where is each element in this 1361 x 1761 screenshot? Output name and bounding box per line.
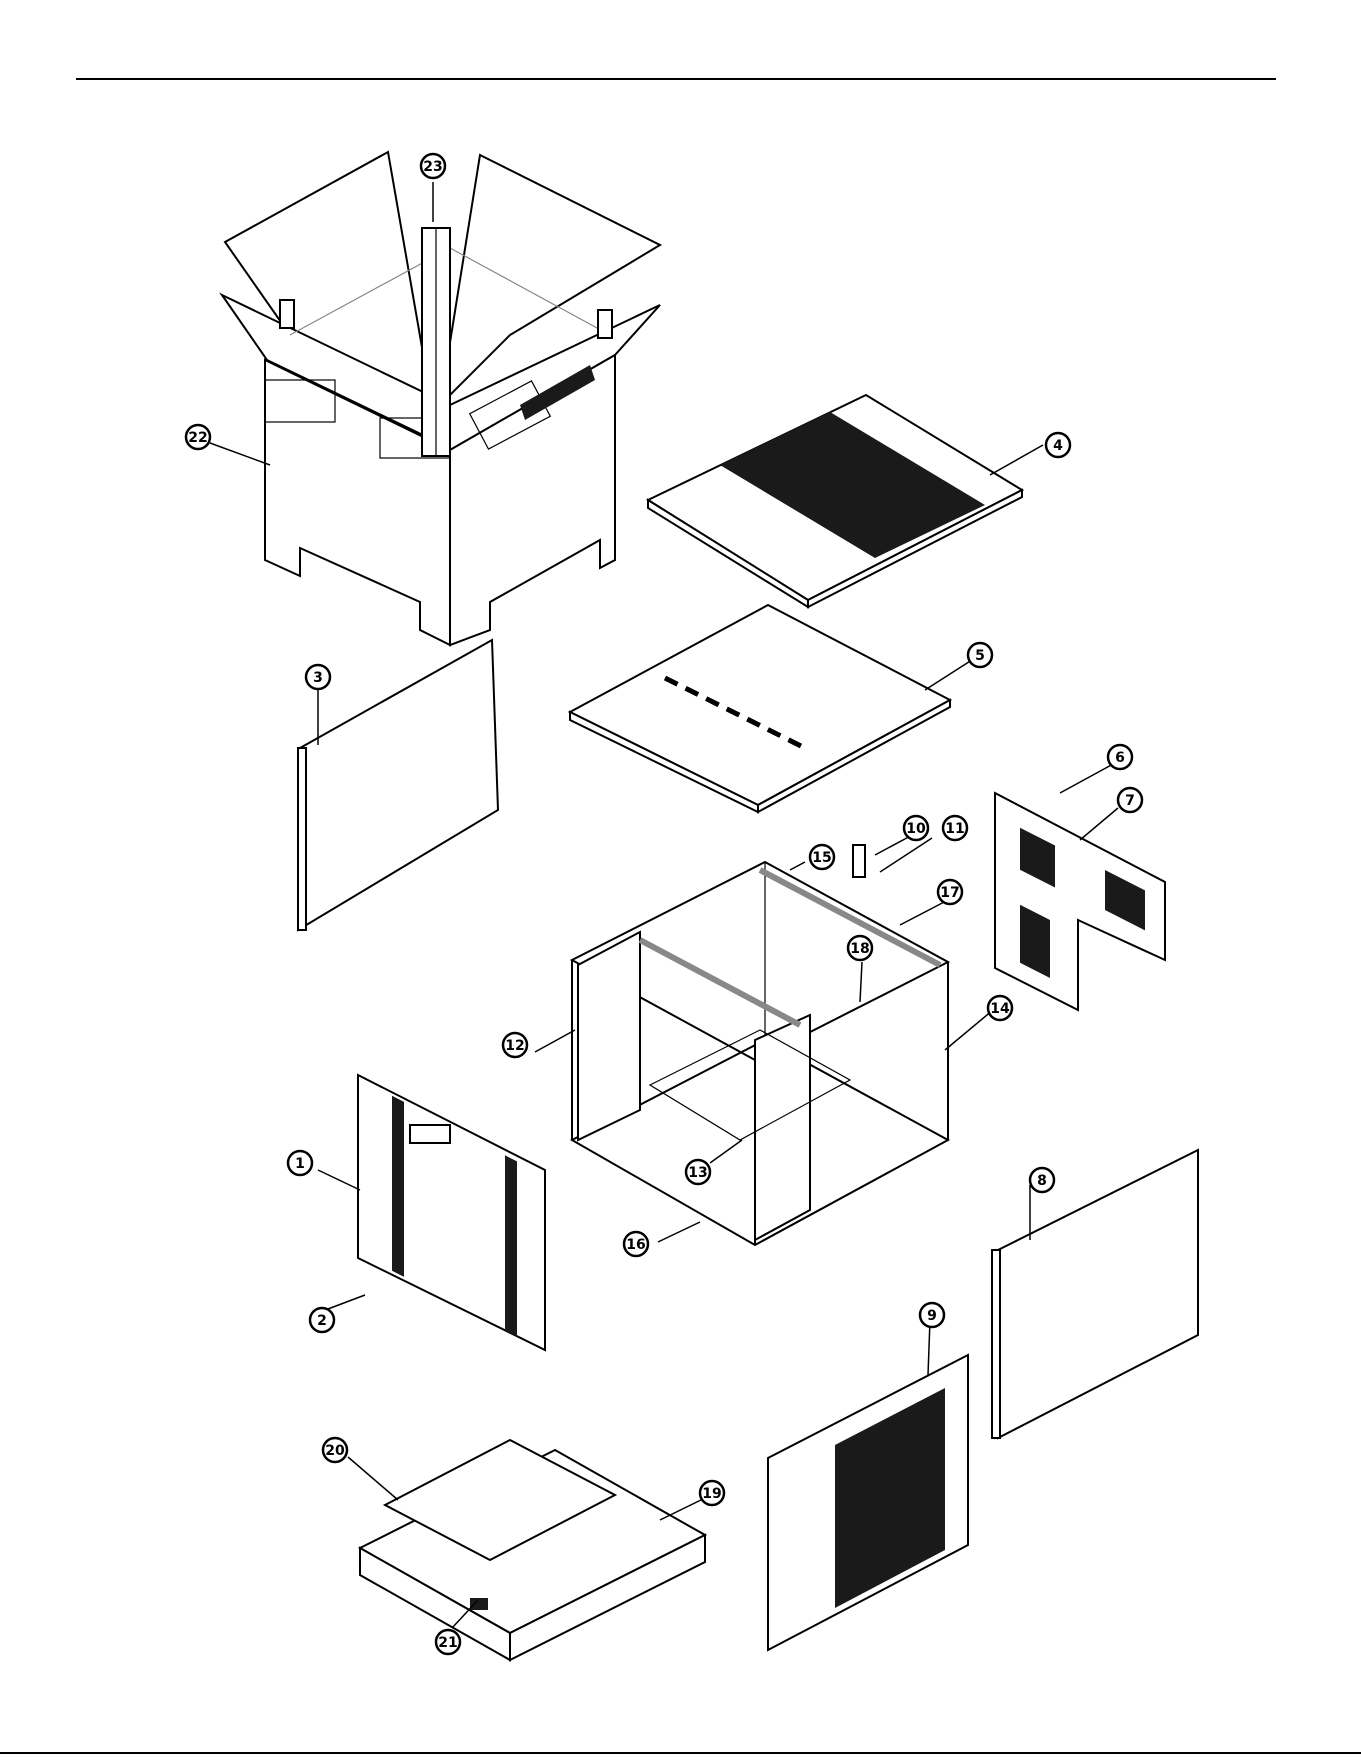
callout-label-3: 3 bbox=[313, 670, 323, 686]
callout-label-12: 12 bbox=[505, 1038, 524, 1054]
callout-label-4: 4 bbox=[1053, 438, 1063, 454]
callout-label-18: 18 bbox=[850, 941, 869, 957]
callout-label-23: 23 bbox=[423, 159, 442, 175]
callout-label-16: 16 bbox=[626, 1237, 645, 1253]
front-panel bbox=[358, 1075, 545, 1350]
callout-label-10: 10 bbox=[906, 821, 926, 837]
callout-label-21: 21 bbox=[438, 1635, 457, 1651]
callout-label-7: 7 bbox=[1125, 793, 1135, 809]
callout-label-14: 14 bbox=[990, 1001, 1010, 1017]
callout-label-5: 5 bbox=[975, 648, 985, 664]
rear-upper-panel bbox=[995, 793, 1165, 1010]
callout-label-6: 6 bbox=[1115, 750, 1125, 766]
small-bracket bbox=[853, 845, 865, 877]
callout-label-9: 9 bbox=[927, 1308, 937, 1324]
top-panel bbox=[648, 395, 1022, 607]
callout-label-15: 15 bbox=[812, 850, 831, 866]
main-frame bbox=[572, 862, 948, 1245]
callout-label-19: 19 bbox=[702, 1486, 721, 1502]
callout-label-1: 1 bbox=[295, 1156, 305, 1172]
callout-label-11: 11 bbox=[945, 821, 964, 837]
top-cover bbox=[570, 605, 950, 812]
right-side-panel bbox=[992, 1150, 1198, 1438]
pallet bbox=[360, 1440, 705, 1660]
callout-label-8: 8 bbox=[1037, 1173, 1047, 1189]
callout-label-22: 22 bbox=[188, 430, 207, 446]
callout-label-20: 20 bbox=[325, 1443, 345, 1459]
callout-label-2: 2 bbox=[317, 1313, 327, 1329]
callout-label-13: 13 bbox=[688, 1165, 707, 1181]
callout-label-17: 17 bbox=[940, 885, 959, 901]
grille-panel bbox=[768, 1355, 968, 1650]
shipping-carton bbox=[222, 152, 660, 645]
